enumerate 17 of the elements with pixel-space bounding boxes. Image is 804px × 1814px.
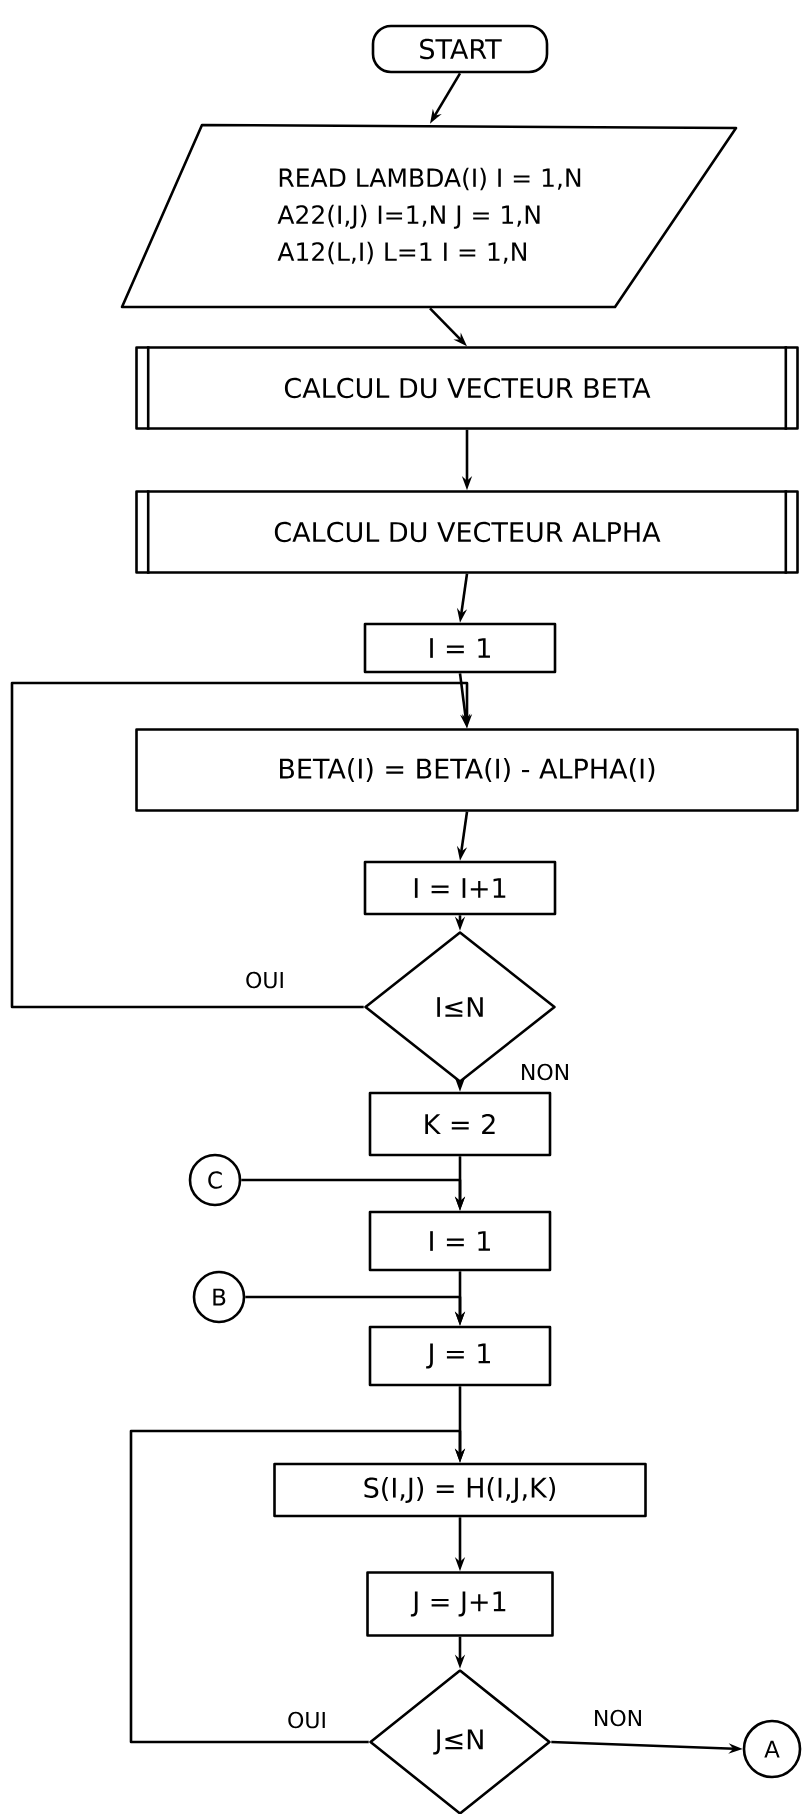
terminal-box: START — [371, 24, 549, 74]
edge-label: OUI — [285, 1709, 329, 1731]
arrow — [10, 681, 473, 1009]
process-box: S(I,J) = H(I,J,K) — [273, 1462, 647, 1518]
edge-label: NON — [590, 1707, 646, 1729]
subroutine-box: CALCUL DU VECTEUR BETA — [135, 346, 799, 430]
process-box: J = 1 — [368, 1325, 552, 1387]
edge-label: OUI — [243, 969, 287, 991]
input-parallelogram: READ LAMBDA(I) I = 1,N A22(I,J) I=1,N J = 1,N A12(L,I) L=1 I = 1,N — [120, 123, 738, 309]
process-box: K = 2 — [368, 1091, 552, 1157]
process-box: BETA(I) = BETA(I) - ALPHA(I) — [135, 728, 799, 812]
process-box: I = 1 — [363, 622, 557, 674]
process-box: J = J+1 — [366, 1571, 554, 1637]
process-box: I = I+1 — [363, 860, 557, 916]
arrow — [129, 1429, 466, 1744]
subroutine-box: CALCUL DU VECTEUR ALPHA — [135, 490, 799, 574]
process-box: I = 1 — [368, 1210, 552, 1272]
